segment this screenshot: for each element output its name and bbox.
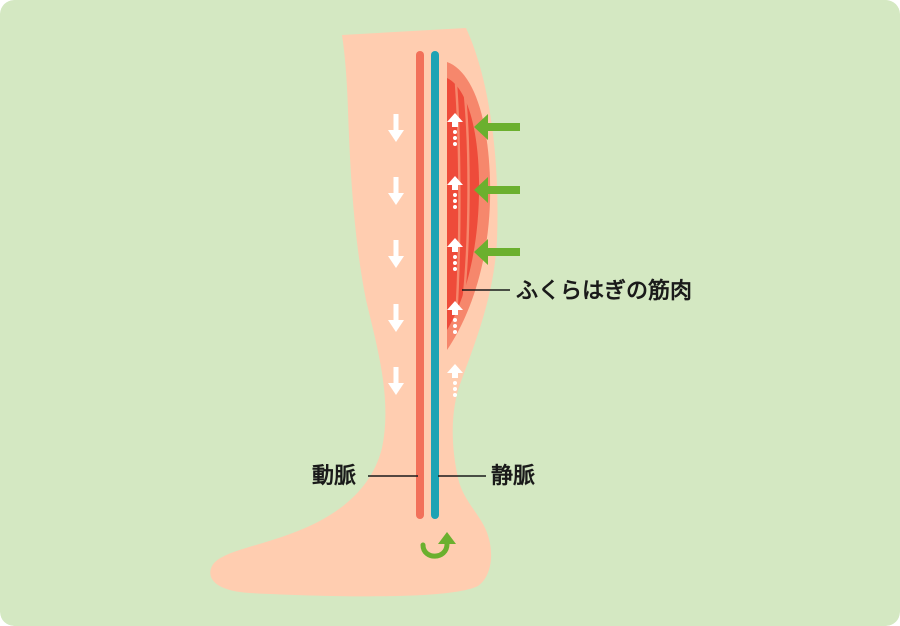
- arrow-up-icon: [447, 364, 463, 397]
- arterial-flow-arrows: [388, 114, 404, 395]
- arrow-down-icon: [388, 177, 404, 205]
- leg-silhouette: [210, 28, 498, 597]
- calf-muscle-inner: [447, 78, 480, 330]
- artery-label: 動脈: [312, 464, 356, 489]
- calf-muscle-label: ふくらはぎの筋肉: [516, 278, 692, 304]
- arrow-left-icon: [474, 239, 520, 265]
- vein-label: 静脈: [491, 463, 535, 489]
- arrow-left-icon: [474, 114, 520, 140]
- arrow-up-icon: [447, 113, 463, 146]
- arrow-down-icon: [388, 304, 404, 332]
- pressure-arrows: [474, 114, 520, 265]
- u-turn-arrow-icon: [420, 532, 456, 559]
- arrow-down-icon: [388, 114, 404, 142]
- venous-flow-arrows: [447, 113, 463, 397]
- arrow-up-icon: [447, 238, 463, 271]
- muscle-fibers: [454, 83, 470, 321]
- arrow-down-icon: [388, 240, 404, 268]
- arrow-up-icon: [447, 301, 463, 334]
- arrow-down-icon: [388, 367, 404, 395]
- arrow-up-icon: [447, 176, 463, 209]
- arrow-left-icon: [474, 177, 520, 203]
